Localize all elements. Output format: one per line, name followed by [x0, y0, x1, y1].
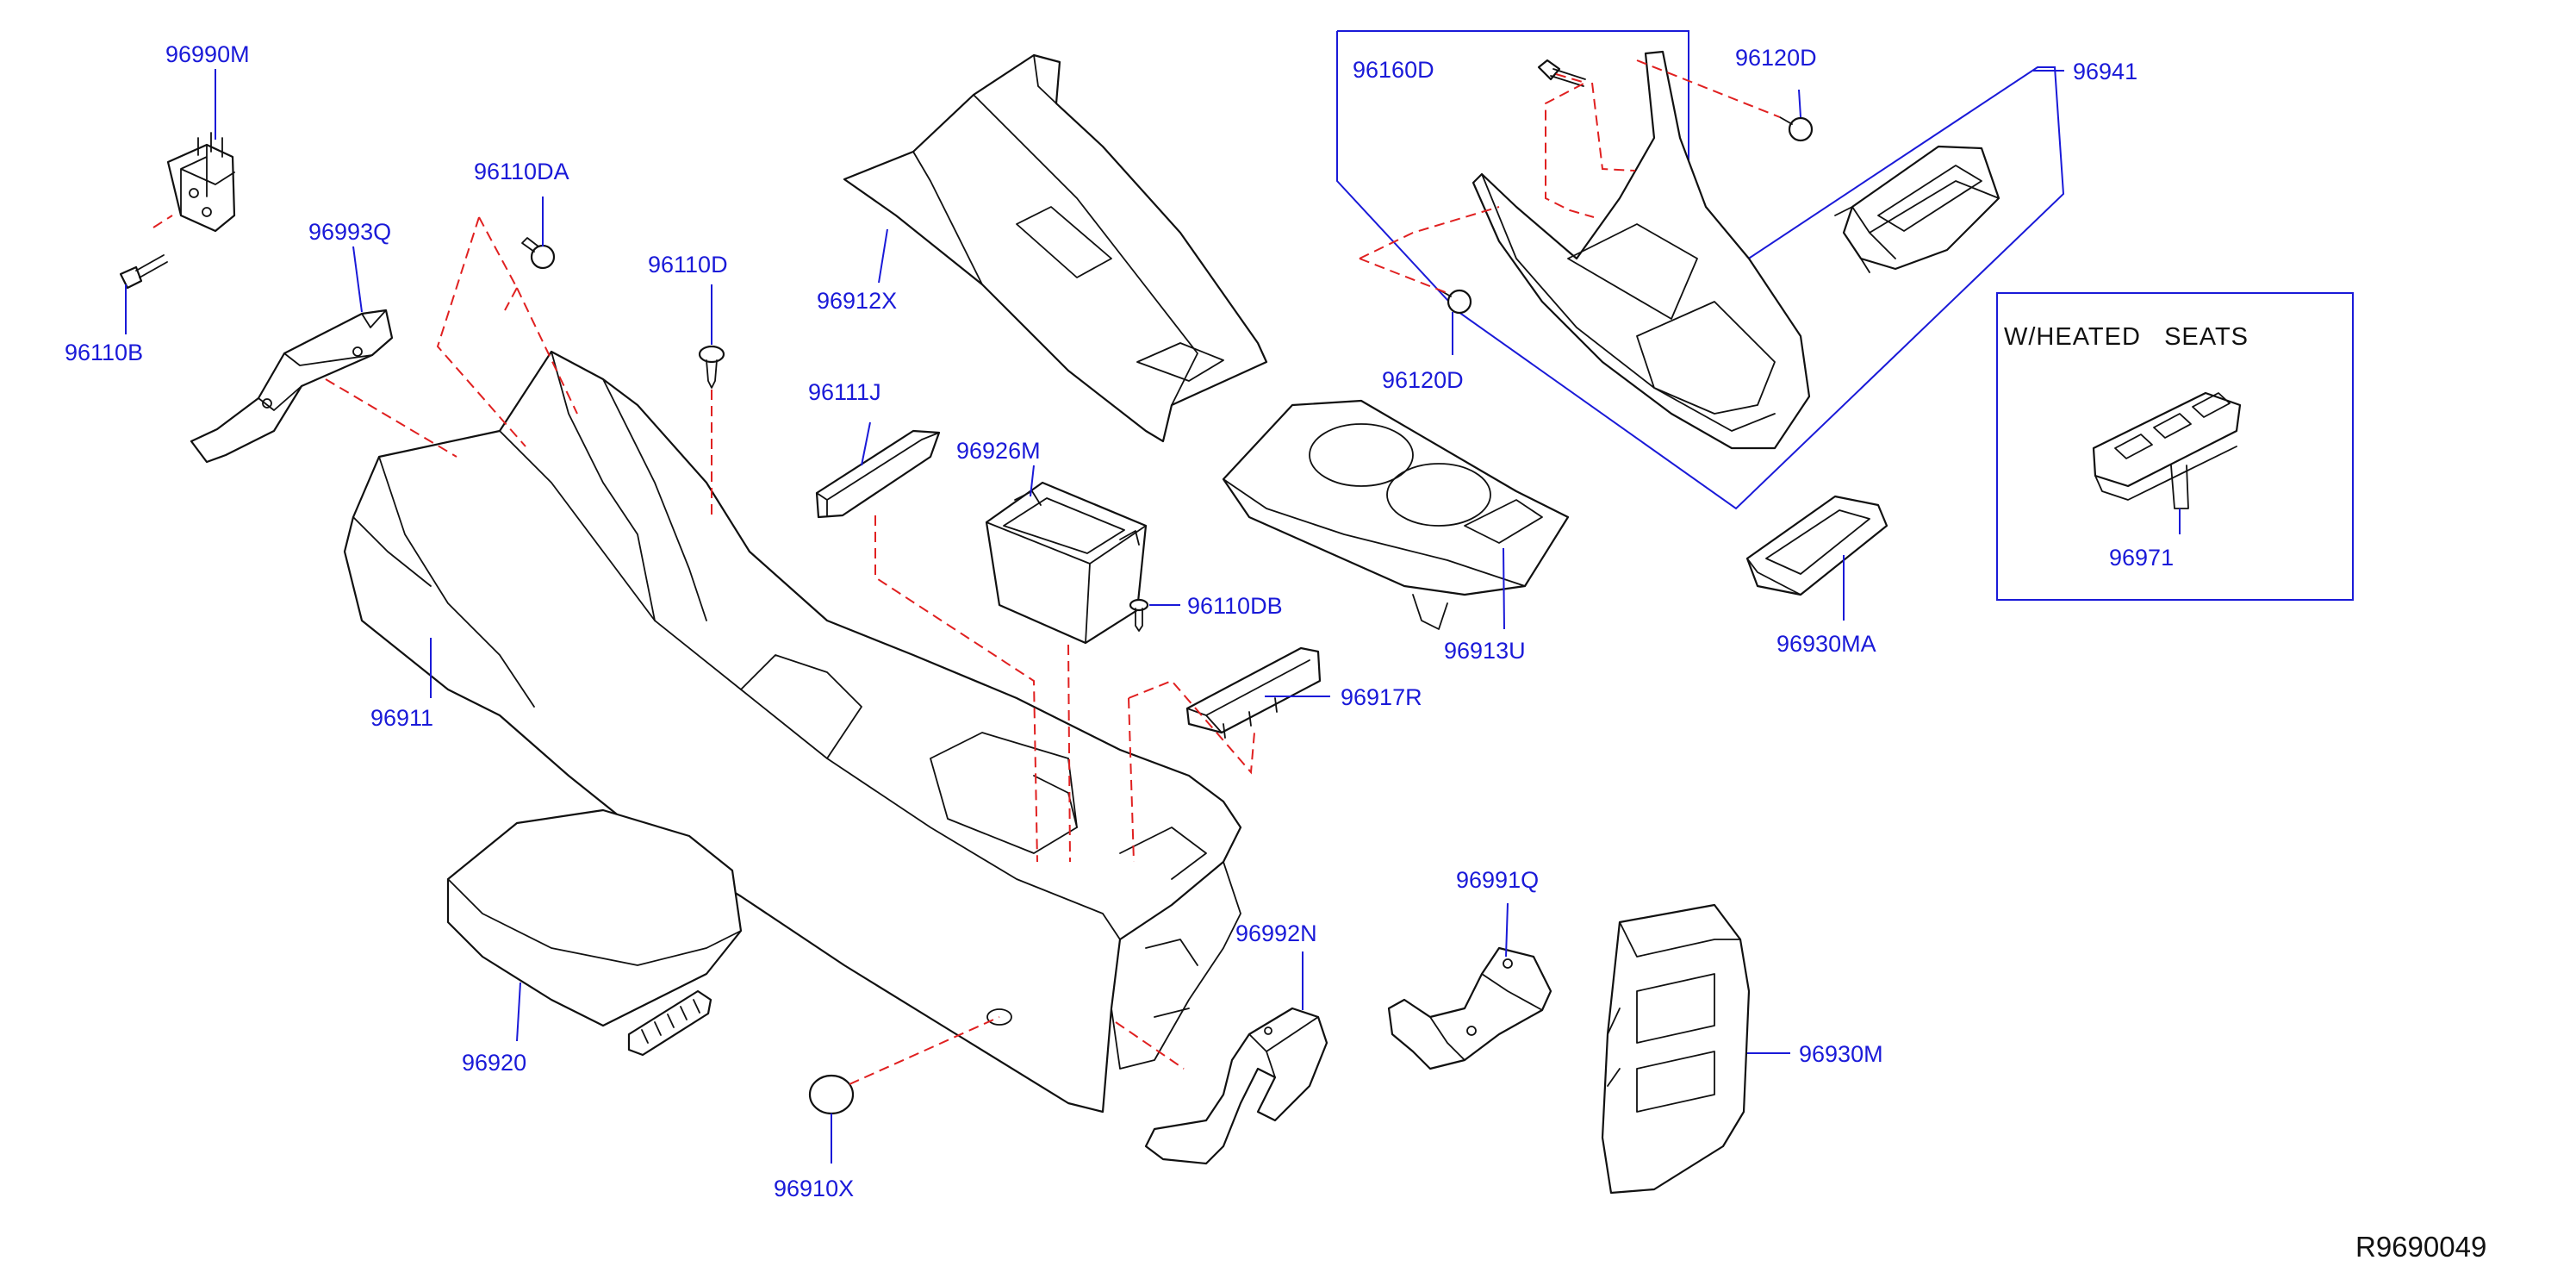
label-96120d-left: 96120D	[1382, 367, 1464, 393]
shifter-bezel-drawing	[1472, 50, 1811, 450]
bracket-96917r-drawing	[1185, 646, 1322, 739]
heated-seats-note: W/HEATED SEATS	[2004, 323, 2249, 351]
clip-96110da-drawing	[521, 237, 556, 270]
armrest-96920-drawing	[446, 808, 743, 1057]
part-drawings	[119, 50, 2242, 1195]
screw-96110db-drawing	[1129, 598, 1149, 632]
console-body-96911-drawing	[343, 350, 1242, 1114]
assembly-lines	[152, 59, 1781, 1085]
bracket-96992n-drawing	[1144, 1007, 1328, 1165]
cap-96910x-drawing	[808, 1074, 855, 1115]
box-96926m-drawing	[985, 481, 1148, 645]
label-96917r: 96917R	[1341, 684, 1422, 710]
assembly-frames	[1336, 30, 2354, 601]
label-96971: 96971	[2109, 545, 2174, 571]
bracket-96993q-drawing	[190, 309, 394, 464]
finisher-96930m-drawing	[1601, 903, 1751, 1195]
bracket-96991q-drawing	[1387, 946, 1552, 1070]
clip-96120d-top-drawing	[1779, 116, 1814, 142]
leader-lines	[125, 69, 2181, 1164]
label-96930m: 96930M	[1799, 1041, 1883, 1067]
screw-96160d-drawing	[1537, 59, 1586, 87]
label-96111j: 96111J	[808, 379, 881, 405]
label-96120d-top: 96120D	[1735, 45, 1817, 71]
clip-96120d-left-drawing	[1438, 289, 1472, 315]
indicator-96941-drawing	[1834, 145, 2000, 273]
label-96992n: 96992N	[1235, 920, 1317, 946]
switch-96971-drawing	[2092, 391, 2242, 509]
shifter-bezel-frame	[1336, 30, 2065, 510]
screw-96110b-drawing	[119, 254, 168, 290]
label-96993q: 96993Q	[308, 219, 391, 245]
tray-96930ma-drawing	[1745, 495, 1888, 596]
cover-96111j-drawing	[815, 429, 941, 519]
finisher-96912x-drawing	[843, 53, 1268, 443]
label-96926m: 96926M	[956, 438, 1041, 464]
label-96920: 96920	[462, 1050, 526, 1076]
cupholder-96913u-drawing	[1222, 399, 1570, 630]
clip-96110d-drawing	[698, 345, 725, 389]
label-96110d: 96110D	[648, 252, 728, 278]
bracket-96990m-drawing	[166, 132, 236, 233]
label-96910x: 96910X	[774, 1176, 854, 1201]
label-96160d: 96160D	[1353, 57, 1434, 83]
label-96912x: 96912X	[817, 288, 897, 314]
label-96110da: 96110DA	[474, 159, 569, 184]
label-96110db: 96110DB	[1187, 593, 1283, 619]
label-96941: 96941	[2073, 59, 2137, 84]
heated-seats-frame	[1996, 292, 2354, 601]
label-96913u: 96913U	[1444, 638, 1526, 664]
label-96990m: 96990M	[165, 41, 250, 67]
label-96991q: 96991Q	[1456, 867, 1539, 893]
label-96930ma: 96930MA	[1776, 631, 1876, 657]
label-96110b: 96110B	[65, 340, 143, 365]
label-96911: 96911	[370, 705, 433, 731]
part-labels: 96990M 96110B 96110DA 96993Q 96110D 9691…	[65, 41, 2174, 1201]
diagram-reference-number: R9690049	[2355, 1231, 2486, 1263]
